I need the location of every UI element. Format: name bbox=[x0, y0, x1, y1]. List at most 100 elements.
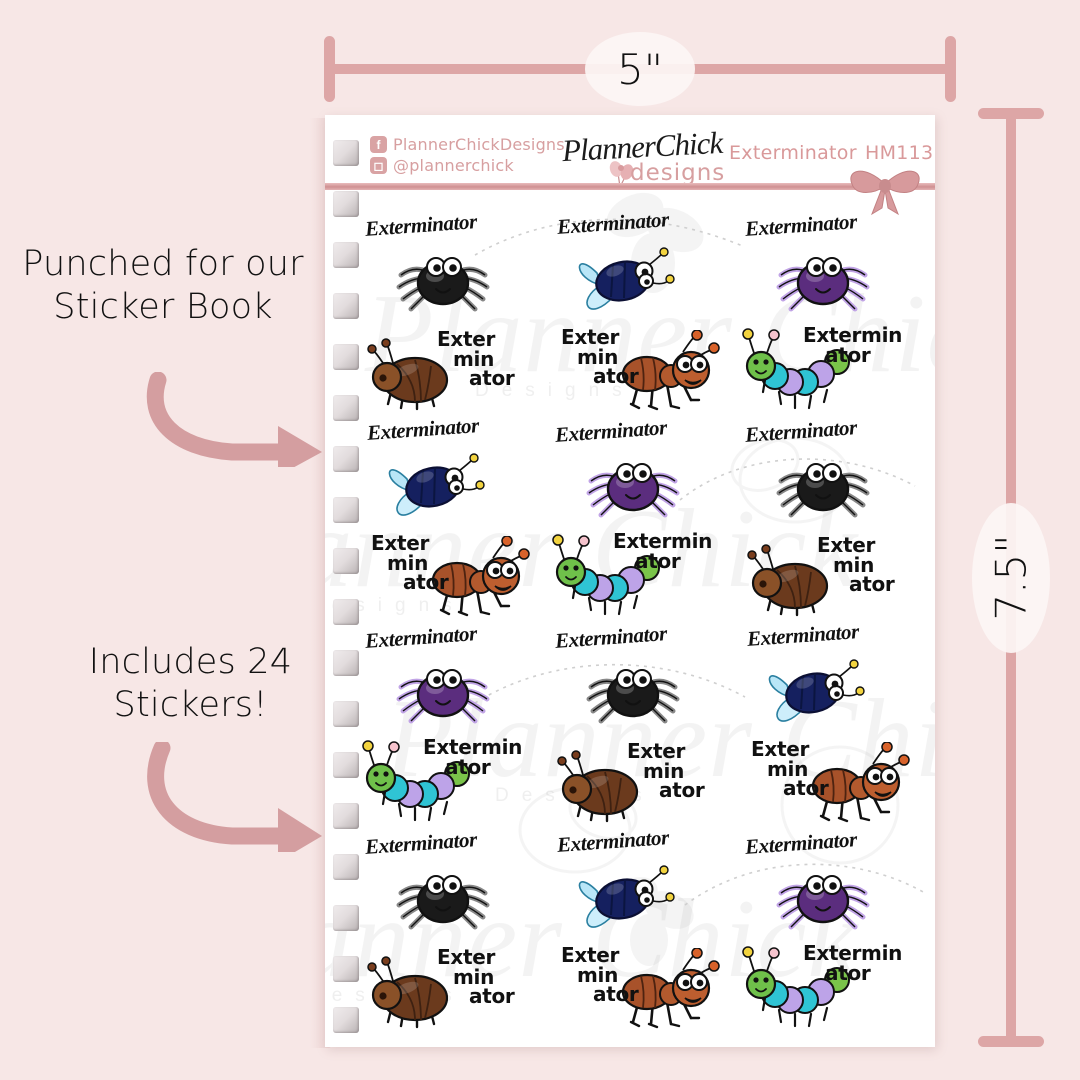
sticker-item[interactable]: Exterminator bbox=[361, 209, 551, 316]
sticker-label: Exterminator bbox=[364, 621, 478, 653]
spider-purple-icon bbox=[769, 239, 877, 317]
product-code: HM113 bbox=[865, 142, 934, 164]
ruler-cap-left bbox=[324, 36, 335, 102]
sticker-item[interactable]: Exterminator bbox=[741, 619, 931, 728]
brand-logo-subtext: designs bbox=[630, 160, 726, 186]
curved-arrow-icon bbox=[147, 742, 322, 852]
spider-purple-icon bbox=[579, 445, 687, 523]
sticker-item[interactable]: Exterminator bbox=[551, 415, 741, 523]
punch-hole bbox=[333, 242, 359, 268]
instagram-handle-label: @plannerchick bbox=[393, 156, 514, 175]
fly-blue-icon bbox=[567, 853, 679, 931]
facebook-icon: f bbox=[370, 136, 387, 153]
facebook-handle-row[interactable]: f PlannerChickDesigns bbox=[370, 135, 565, 154]
sticker-item[interactable]: Exterminator bbox=[361, 413, 551, 522]
decorative-dotted-path bbox=[684, 863, 926, 906]
social-handles: f PlannerChickDesigns ◻ @plannerchick bbox=[370, 135, 565, 177]
punch-hole bbox=[333, 752, 359, 778]
sticker-item[interactable]: Exterminator bbox=[741, 415, 931, 522]
sticker-label: Exterminator bbox=[364, 827, 478, 859]
punch-hole bbox=[333, 344, 359, 370]
sticker-label: Exterminator bbox=[364, 209, 478, 241]
sticker-label: Exterminator bbox=[554, 415, 668, 447]
caterpillar-icon bbox=[741, 328, 859, 414]
product-title: Exterminator bbox=[729, 142, 857, 164]
punch-hole bbox=[333, 293, 359, 319]
sticker-item[interactable]: Exterminator bbox=[741, 827, 931, 935]
fly-blue-icon bbox=[377, 441, 489, 519]
ruler-cap-bottom bbox=[978, 1036, 1044, 1047]
sticker-label: Exterminator bbox=[744, 209, 858, 241]
ruler-cap-right bbox=[945, 36, 956, 102]
fly-blue-icon bbox=[567, 235, 679, 313]
sticker-item[interactable]: Exterminator bbox=[361, 621, 551, 728]
punch-hole bbox=[333, 701, 359, 727]
sticker-label: Exterminator bbox=[554, 621, 668, 653]
caterpillar-icon bbox=[741, 946, 859, 1032]
sticker-item[interactable]: Exterminator bbox=[361, 827, 551, 935]
punch-hole bbox=[333, 599, 359, 625]
caterpillar-icon bbox=[361, 740, 479, 826]
punch-hole bbox=[333, 548, 359, 574]
width-label-pill: 5" bbox=[585, 32, 695, 106]
punch-hole bbox=[333, 905, 359, 931]
ant-brown-icon bbox=[419, 536, 537, 620]
sticker-item[interactable]: Exterminator bbox=[551, 825, 741, 934]
width-dimension-ruler: 5" bbox=[316, 32, 964, 106]
height-label-pill: 7.5" bbox=[972, 502, 1050, 653]
sticker-item[interactable]: Exterminator bbox=[741, 209, 931, 317]
annotation-count-text: Includes 24 Stickers! bbox=[88, 642, 293, 725]
sticker-item[interactable]: Exterminator bbox=[551, 621, 741, 729]
punch-hole bbox=[333, 191, 359, 217]
ribbon-bow-icon bbox=[850, 170, 920, 216]
punch-hole bbox=[333, 446, 359, 472]
punch-hole bbox=[333, 395, 359, 421]
punch-hole bbox=[333, 854, 359, 880]
beetle-brown-icon bbox=[553, 748, 649, 828]
instagram-icon: ◻ bbox=[370, 157, 387, 174]
spider-black-icon bbox=[579, 651, 687, 729]
beetle-brown-icon bbox=[363, 336, 459, 416]
sticker-label: Exterminator bbox=[744, 827, 858, 859]
brand-logo: PlannerChick designs bbox=[561, 125, 726, 187]
sticker-label: Exterminator bbox=[744, 415, 858, 447]
punch-hole bbox=[333, 803, 359, 829]
spider-purple-icon bbox=[769, 857, 877, 935]
punch-hole bbox=[333, 497, 359, 523]
decorative-dotted-path bbox=[679, 458, 916, 501]
fly-blue-icon bbox=[757, 647, 869, 725]
ant-brown-icon bbox=[609, 948, 727, 1032]
ant-brown-icon bbox=[799, 742, 917, 826]
spider-black-icon bbox=[389, 857, 497, 935]
height-label: 7.5" bbox=[986, 534, 1036, 621]
beetle-brown-icon bbox=[743, 542, 839, 622]
instagram-handle-row[interactable]: ◻ @plannerchick bbox=[370, 156, 565, 175]
annotation-punched-text: Punched for our Sticker Book bbox=[22, 244, 304, 327]
flower-icon bbox=[609, 161, 634, 187]
sticker-item[interactable]: Exterminator bbox=[551, 207, 741, 316]
height-dimension-ruler: 7.5" bbox=[972, 100, 1050, 1055]
